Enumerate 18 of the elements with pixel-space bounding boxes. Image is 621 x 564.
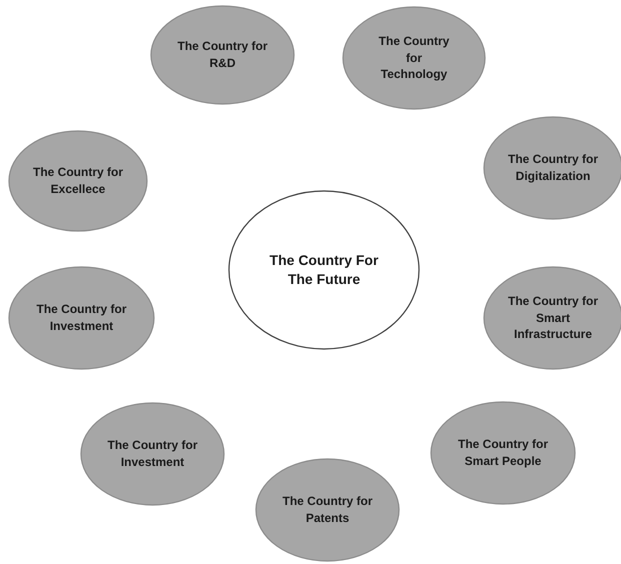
node-label: The Country for Excellece xyxy=(32,164,124,198)
node-label: The Country for Investment xyxy=(36,301,126,335)
node-label: The Country for Technology xyxy=(378,33,450,83)
topic-ellipse xyxy=(8,266,155,370)
node-label: The Country for Digitalization xyxy=(508,151,598,185)
node-label: The Country for Smart Infrastructure xyxy=(507,293,599,343)
topic-ellipse xyxy=(80,402,225,506)
topic-ellipse xyxy=(342,6,486,110)
node-label: The Country for Investment xyxy=(108,437,198,471)
topic-ellipse xyxy=(8,130,148,232)
node-label: The Country For The Future xyxy=(269,250,379,289)
topic-ellipse xyxy=(150,5,295,105)
node-label: The Country for Patents xyxy=(282,493,374,527)
topic-ellipse xyxy=(255,458,400,562)
node-label: The Country for R&D xyxy=(178,38,268,72)
node-label: The Country for Smart People xyxy=(458,436,548,470)
central-ellipse xyxy=(228,190,420,350)
topic-ellipse xyxy=(430,401,576,505)
